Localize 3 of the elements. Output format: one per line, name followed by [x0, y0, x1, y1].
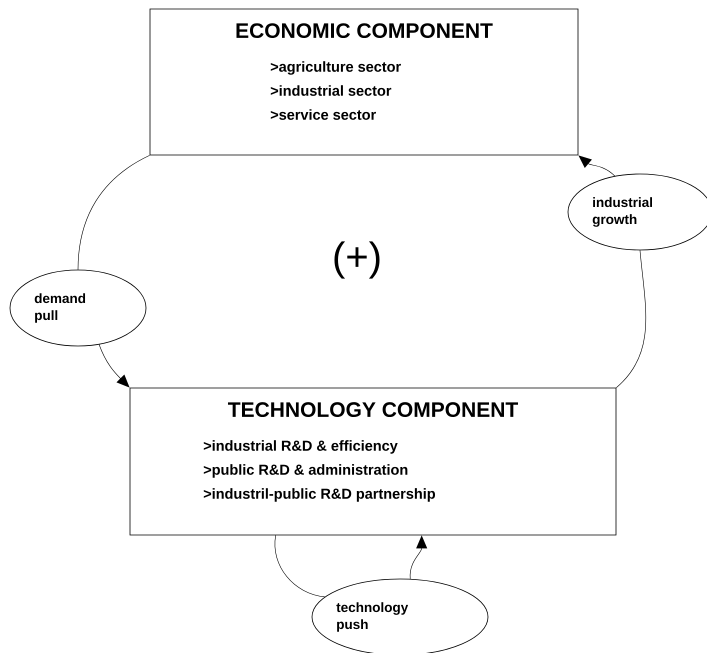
component-box: ECONOMIC COMPONENT >agriculture sector >industrial sector >service sector: [150, 8, 578, 156]
component-box: TECHNOLOGY COMPONENT >industrial R&D & efficiency >public R&D & administration >industril-public R&D partnership: [130, 388, 616, 536]
loop-sign: (+): [334, 241, 380, 279]
